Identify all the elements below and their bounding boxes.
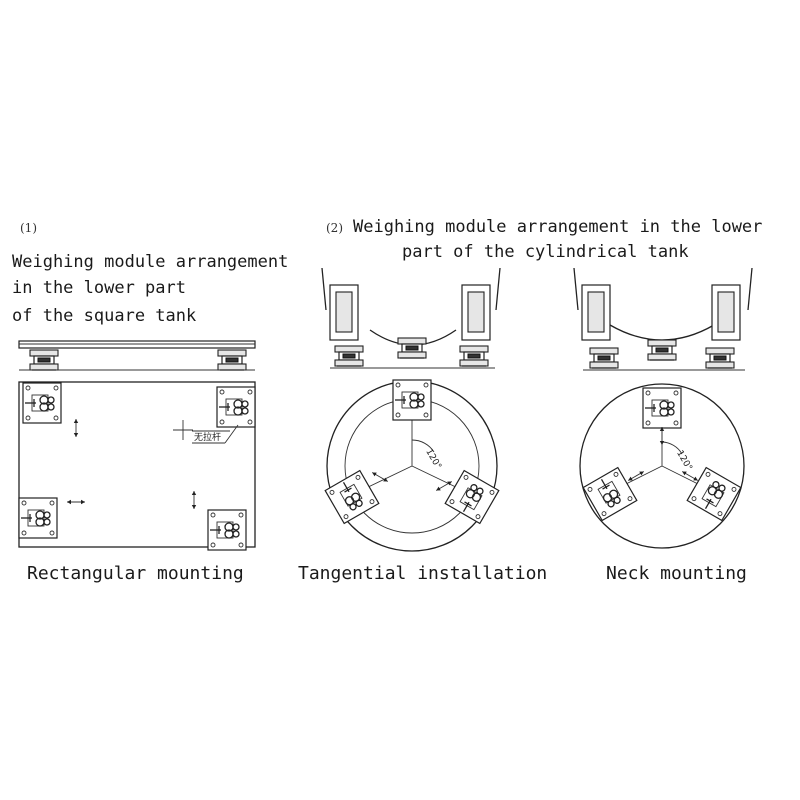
section2-title-line-1: Weighing module arrangement in the lower [353, 217, 763, 237]
tangential-installation-caption: Tangential installation [298, 563, 548, 584]
tangential-plan-view: 120° [324, 379, 500, 552]
neck-angle-label: 120° [674, 449, 694, 473]
section2-title-line-2: part of the cylindrical tank [402, 242, 689, 262]
cylindrical-tank-side-view-tangential [321, 267, 501, 369]
section1-title-line-2: in the lower part [12, 278, 186, 298]
no-tie-rod-annotation: 无拉杆 [194, 431, 221, 443]
section1-title-line-3: of the square tank [12, 306, 197, 326]
section1-title-line-1: Weighing module arrangement [12, 252, 289, 272]
square-tank-plan-view: 无拉杆 [18, 381, 256, 551]
tangential-angle-label: 120° [423, 447, 443, 471]
square-tank-side-view [18, 340, 256, 371]
cylindrical-tank-side-view-neck [573, 267, 753, 371]
rectangular-mounting-caption: Rectangular mounting [27, 563, 244, 584]
section2-number: (2) [326, 221, 343, 235]
neck-mounting-caption: Neck mounting [606, 563, 747, 584]
section1-number: (1) [20, 221, 37, 235]
neck-plan-view: 120° [579, 383, 745, 549]
